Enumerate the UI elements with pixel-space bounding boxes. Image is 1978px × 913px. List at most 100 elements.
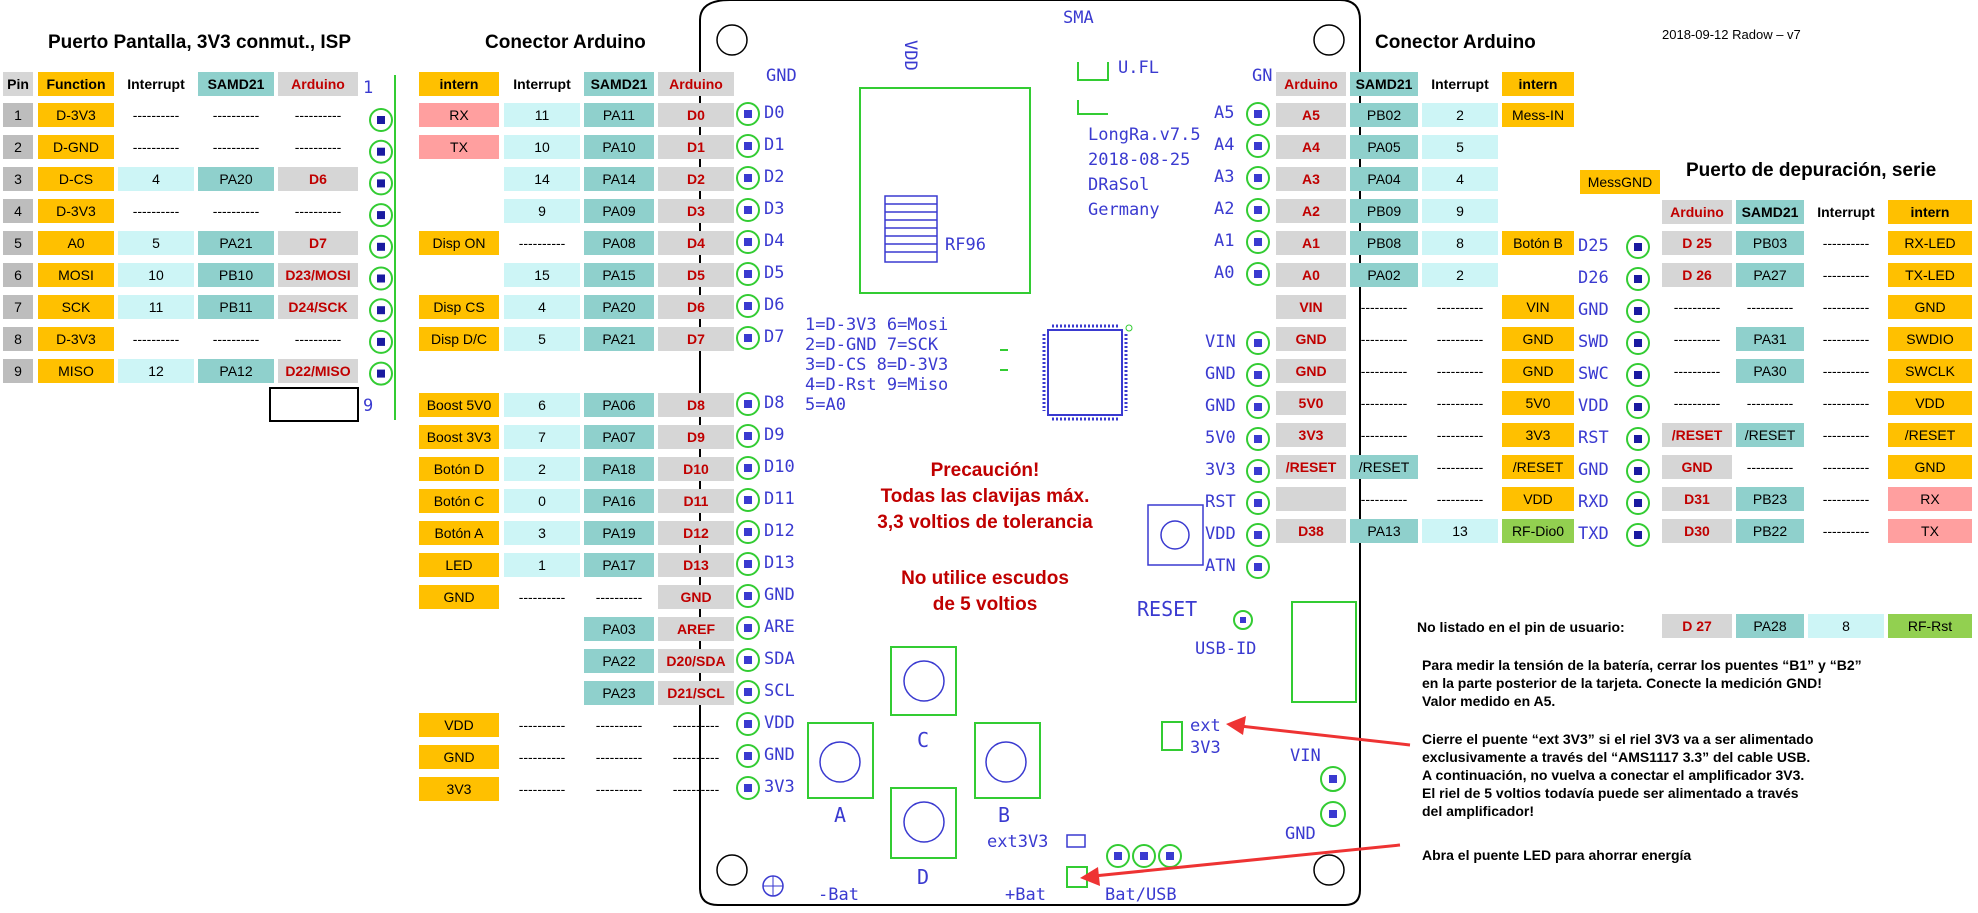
reset-label: RESET: [1137, 597, 1198, 621]
debug-cell-1-3: TX-LED: [1888, 263, 1972, 287]
left-header-pad-18: [736, 712, 760, 736]
button-c-label: C: [917, 728, 930, 752]
left-cell-8-2: 12: [118, 359, 194, 383]
debug-cell-0-2: ----------: [1822, 235, 1870, 251]
left-cell-0-1: D-3V3: [38, 103, 114, 127]
left-header-pad-11: [736, 488, 760, 512]
debug-header-hole-4: [1634, 371, 1642, 379]
right-header-pad-5: [1246, 262, 1270, 286]
mid-cell-20-3: ----------: [672, 781, 720, 797]
mid-cell-11-2: PA16: [584, 489, 654, 513]
right-header-hole-3: [1254, 206, 1262, 214]
debug-pin-label-1: D26: [1578, 268, 1609, 288]
ufl-label: U.FL: [1118, 58, 1159, 78]
left-pin-label-11: D11: [764, 489, 795, 509]
right-cell-5-2: 2: [1422, 263, 1498, 287]
display-header-hole-5: [377, 274, 385, 283]
plus-bat-label: +Bat: [1005, 885, 1046, 905]
right-pin-label-b-1: GND: [1205, 364, 1236, 384]
left-cell-3-1: D-3V3: [38, 199, 114, 223]
left-cell-8-0: 9: [3, 359, 33, 383]
right-cell-11-2: ----------: [1436, 459, 1484, 475]
display-header-hole-6: [377, 306, 385, 315]
not-listed-samd: PA28: [1736, 614, 1804, 638]
left-header-pad-1: [736, 134, 760, 158]
led-note: Abra el puente LED para ahorrar energía: [1422, 847, 1692, 863]
debug-cell-6-1: /RESET: [1736, 423, 1804, 447]
sma-label: SMA: [1063, 8, 1094, 28]
left-cell-3-4: ----------: [294, 203, 342, 219]
warning-line-1: Precaución!: [930, 460, 1040, 481]
left-header-pad-15: [736, 616, 760, 640]
debug-header-pad-1: [1626, 267, 1650, 291]
left-header-pad-2: [736, 166, 760, 190]
left-cell-6-2: 11: [118, 295, 194, 319]
left-header-pad-13: [736, 552, 760, 576]
ext3v3-note-1: Cierre el puente “ext 3V3” si el riel 3V…: [1422, 731, 1814, 747]
mid-cell-20-1: ----------: [518, 781, 566, 797]
left-table-title: Puerto Pantalla, 3V3 conmut., ISP: [48, 32, 352, 53]
left-cell-0-3: ----------: [212, 107, 260, 123]
not-listed-intern: RF-Rst: [1888, 614, 1972, 638]
mid-header-3: Arduino: [658, 72, 734, 96]
right-cell-12-3: VDD: [1502, 487, 1574, 511]
not-listed-arduino: D 27: [1662, 614, 1732, 638]
display-header-pad-7: [369, 329, 393, 354]
left-cell-4-1: A0: [38, 231, 114, 255]
left-header-1: Function: [38, 72, 114, 96]
mid-cell-2-0: [419, 167, 499, 191]
left-header-2: Interrupt: [127, 76, 185, 92]
mid-cell-5-2: PA15: [584, 263, 654, 287]
minus-bat-label: -Bat: [818, 885, 859, 905]
left-cell-5-3: PB10: [198, 263, 274, 287]
debug-cell-1-1: PA27: [1736, 263, 1804, 287]
left-cell-3-0: 4: [3, 199, 33, 223]
mid-cell-5-3: D5: [658, 263, 734, 287]
left-pin-label-12: D12: [764, 521, 795, 541]
mid-cell-2-2: PA14: [584, 167, 654, 191]
left-header-pad-6: [736, 294, 760, 318]
mid-cell-13-0: LED: [419, 553, 499, 577]
right-header-pad-6: [1246, 331, 1270, 355]
display-header-pad-3: [369, 203, 393, 228]
left-cell-1-0: 2: [3, 135, 33, 159]
right-header-pad-2: [1246, 166, 1270, 190]
display-header-hole-3: [377, 211, 385, 220]
vin-br-label: VIN: [1290, 746, 1321, 766]
left-header-pad-7: [736, 326, 760, 350]
debug-pin-label-5: VDD: [1578, 396, 1609, 416]
right-cell-6-0: VIN: [1276, 295, 1346, 319]
right-header-hole-13: [1254, 563, 1262, 571]
mid-cell-6-1: 4: [504, 295, 580, 319]
left-header-hole-12: [744, 528, 752, 536]
battery-note-3: Valor medido en A5.: [1422, 693, 1556, 709]
right-cell-9-2: ----------: [1436, 395, 1484, 411]
right-cell-3-2: 9: [1422, 199, 1498, 223]
mid-cell-18-2: ----------: [595, 717, 643, 733]
right-header-pad-0: [1246, 102, 1270, 126]
mid-cell-18-0: VDD: [419, 713, 499, 737]
mid-cell-15-1: [504, 617, 580, 641]
display-header-pad-4: [369, 234, 393, 259]
mid-cell-10-0: Botón D: [419, 457, 499, 481]
mid-cell-19-2: ----------: [595, 749, 643, 765]
right-cell-4-0: A1: [1276, 231, 1346, 255]
right-pin-label-b-3: 5V0: [1205, 428, 1236, 448]
right-pin-label-a-1: A4: [1214, 135, 1235, 155]
debug-header-hole-0: [1634, 243, 1642, 251]
debug-pin-label-9: TXD: [1578, 524, 1609, 544]
left-header-hole-11: [744, 496, 752, 504]
mid-cell-18-1: ----------: [518, 717, 566, 733]
warning-line-2: Todas las clavijas máx.: [880, 486, 1090, 507]
left-header-4: Arduino: [278, 72, 358, 96]
right-table-title: Conector Arduino: [1375, 32, 1536, 53]
pin9-label: 9: [363, 396, 374, 416]
left-pin-label-10: D10: [764, 457, 795, 477]
left-header-pad-5: [736, 262, 760, 286]
right-cell-12-1: ----------: [1360, 491, 1408, 507]
debug-cell-5-1: ----------: [1746, 395, 1794, 411]
debug-pin-label-3: SWD: [1578, 332, 1609, 352]
right-cell-2-0: A3: [1276, 167, 1346, 191]
mid-cell-9-2: PA07: [584, 425, 654, 449]
debug-header-pad-8: [1626, 491, 1650, 515]
